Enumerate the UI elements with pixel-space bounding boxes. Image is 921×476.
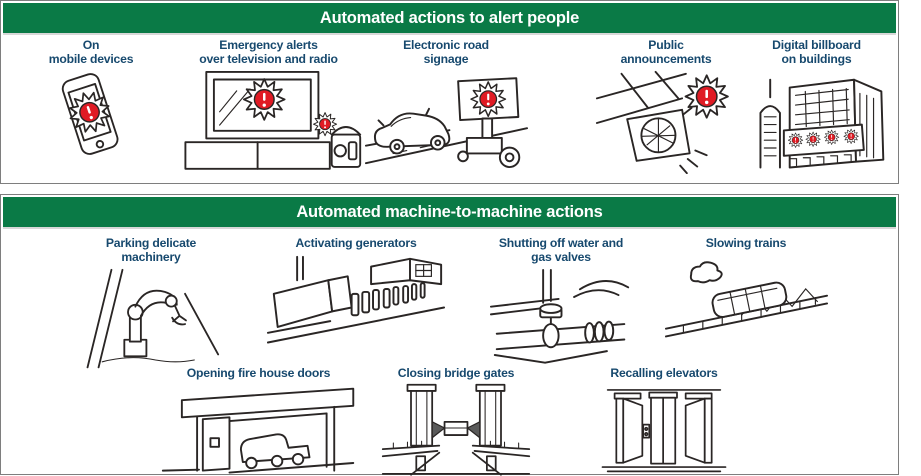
fire-house-doors-icon (161, 388, 354, 474)
m2m-item-fire-house-doors: Opening fire house doors (146, 366, 371, 474)
item-label: Recalling elevators (610, 366, 718, 380)
elevators-icon (601, 389, 727, 473)
item-label: Shutting off water and gas valves (498, 236, 624, 265)
m2m-item-bridge-gates: Closing bridge gates (366, 366, 546, 476)
m2m-item-water-gas-valves: Shutting off water and gas valves (471, 236, 651, 364)
section-machine-to-machine-header: Automated machine-to-machine actions (3, 197, 896, 229)
item-label: On mobile devices (48, 38, 134, 67)
television-and-radio-icon (183, 70, 361, 170)
item-label: Electronic road signage (403, 38, 489, 67)
item-label: Parking delicate machinery (105, 236, 197, 265)
item-label: Opening fire house doors (186, 366, 331, 380)
alert-item-mobile-devices: On mobile devices (21, 38, 161, 163)
robotic-arm-icon (86, 268, 220, 369)
road-signage-icon (364, 77, 528, 168)
section-alert-people: Automated actions to alert people On mob… (0, 0, 899, 184)
section-machine-to-machine-title: Automated machine-to-machine actions (296, 202, 603, 221)
alert-item-digital-billboard: Digital billboard on buildings (734, 38, 899, 177)
item-label: Digital billboard on buildings (772, 38, 861, 67)
section-alert-people-header: Automated actions to alert people (3, 3, 896, 35)
alert-item-road-signage: Electronic road signage (361, 38, 531, 177)
section-alert-people-title: Automated actions to alert people (319, 8, 580, 27)
public-address-speaker-icon (595, 70, 729, 174)
m2m-item-slowing-trains: Slowing trains (661, 236, 831, 341)
alert-item-tv-radio: Emergency alerts over television and rad… (171, 38, 366, 174)
alert-item-public-announcements: Public announcements (581, 38, 751, 174)
m2m-item-recalling-elevators: Recalling elevators (574, 366, 754, 474)
section-machine-to-machine: Automated machine-to-machine actions Par… (0, 194, 899, 476)
pipe-valve-icon (489, 268, 629, 364)
m2m-item-activating-generators: Activating generators (266, 236, 446, 351)
digital-billboard-icon (758, 78, 884, 169)
m2m-item-parking-machinery: Parking delicate machinery (71, 236, 231, 369)
item-label: Activating generators (295, 236, 417, 250)
item-label: Public announcements (620, 38, 712, 67)
item-label: Slowing trains (705, 236, 787, 250)
bridge-gates-icon (381, 384, 531, 476)
item-label: Emergency alerts over television and rad… (199, 38, 338, 67)
generators-icon (266, 256, 446, 344)
mobile-phone-icon (61, 72, 119, 155)
train-icon (664, 261, 828, 338)
item-label: Closing bridge gates (397, 366, 515, 380)
